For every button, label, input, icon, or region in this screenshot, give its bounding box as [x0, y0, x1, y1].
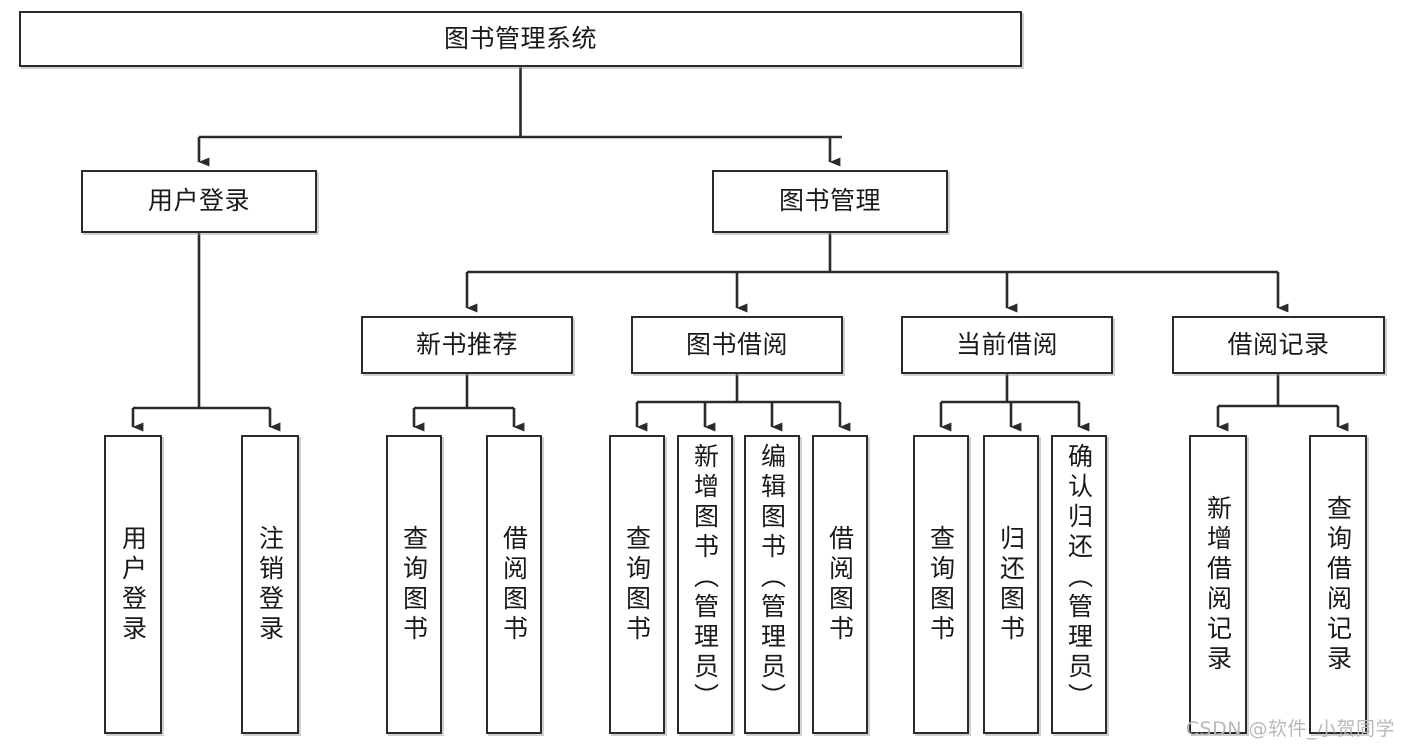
node-root-label: 图书管理系统	[443, 23, 597, 53]
leaf-query-borrow-record-label: 查询借阅记录	[1323, 494, 1353, 675]
leaf-add-borrow-record[interactable]: 新增借阅记录	[1189, 435, 1247, 734]
node-new-book-recommend[interactable]: 新书推荐	[361, 316, 573, 374]
leaf-confirm-return-admin-label: 确认归还（管理员）	[1064, 443, 1094, 713]
leaf-borrow-book-newbook[interactable]: 借阅图书	[486, 435, 542, 734]
leaf-add-borrow-record-label: 新增借阅记录	[1203, 494, 1233, 675]
leaf-query-book-borrow[interactable]: 查询图书	[609, 435, 665, 734]
node-current-borrow[interactable]: 当前借阅	[901, 316, 1113, 374]
node-book-management[interactable]: 图书管理	[712, 170, 948, 233]
leaf-logout[interactable]: 注销登录	[241, 435, 299, 734]
node-borrow-record[interactable]: 借阅记录	[1172, 316, 1385, 374]
leaf-borrow-book-label: 借阅图书	[825, 524, 855, 645]
node-borrow-record-label: 借阅记录	[1227, 329, 1330, 359]
node-current-borrow-label: 当前借阅	[955, 329, 1058, 359]
node-book-borrow[interactable]: 图书借阅	[631, 316, 843, 374]
leaf-query-book-current-label: 查询图书	[926, 524, 956, 645]
leaf-edit-book-admin[interactable]: 编辑图书（管理员）	[744, 435, 800, 734]
leaf-query-book-newbook[interactable]: 查询图书	[386, 435, 442, 734]
node-user-login-label: 用户登录	[147, 186, 250, 216]
leaf-query-book-current[interactable]: 查询图书	[913, 435, 969, 734]
node-user-login[interactable]: 用户登录	[81, 170, 317, 233]
node-new-book-recommend-label: 新书推荐	[415, 329, 518, 359]
leaf-user-login-label: 用户登录	[118, 524, 148, 645]
leaf-confirm-return-admin[interactable]: 确认归还（管理员）	[1051, 435, 1107, 734]
node-book-borrow-label: 图书借阅	[685, 329, 788, 359]
leaf-return-book-label: 归还图书	[996, 524, 1026, 645]
node-book-management-label: 图书管理	[778, 186, 881, 216]
leaf-query-book-newbook-label: 查询图书	[399, 524, 429, 645]
leaf-query-borrow-record[interactable]: 查询借阅记录	[1309, 435, 1367, 734]
leaf-borrow-book[interactable]: 借阅图书	[812, 435, 868, 734]
leaf-user-login[interactable]: 用户登录	[104, 435, 162, 734]
leaf-edit-book-admin-label: 编辑图书（管理员）	[757, 443, 787, 713]
watermark: CSDN @软件_小贺同学	[1185, 718, 1395, 740]
node-root[interactable]: 图书管理系统	[19, 11, 1022, 67]
leaf-borrow-book-newbook-label: 借阅图书	[499, 524, 529, 645]
leaf-logout-label: 注销登录	[255, 524, 285, 645]
leaf-return-book[interactable]: 归还图书	[983, 435, 1039, 734]
leaf-query-book-borrow-label: 查询图书	[622, 524, 652, 645]
leaf-add-book-admin-label: 新增图书（管理员）	[690, 443, 720, 713]
leaf-add-book-admin[interactable]: 新增图书（管理员）	[677, 435, 733, 734]
